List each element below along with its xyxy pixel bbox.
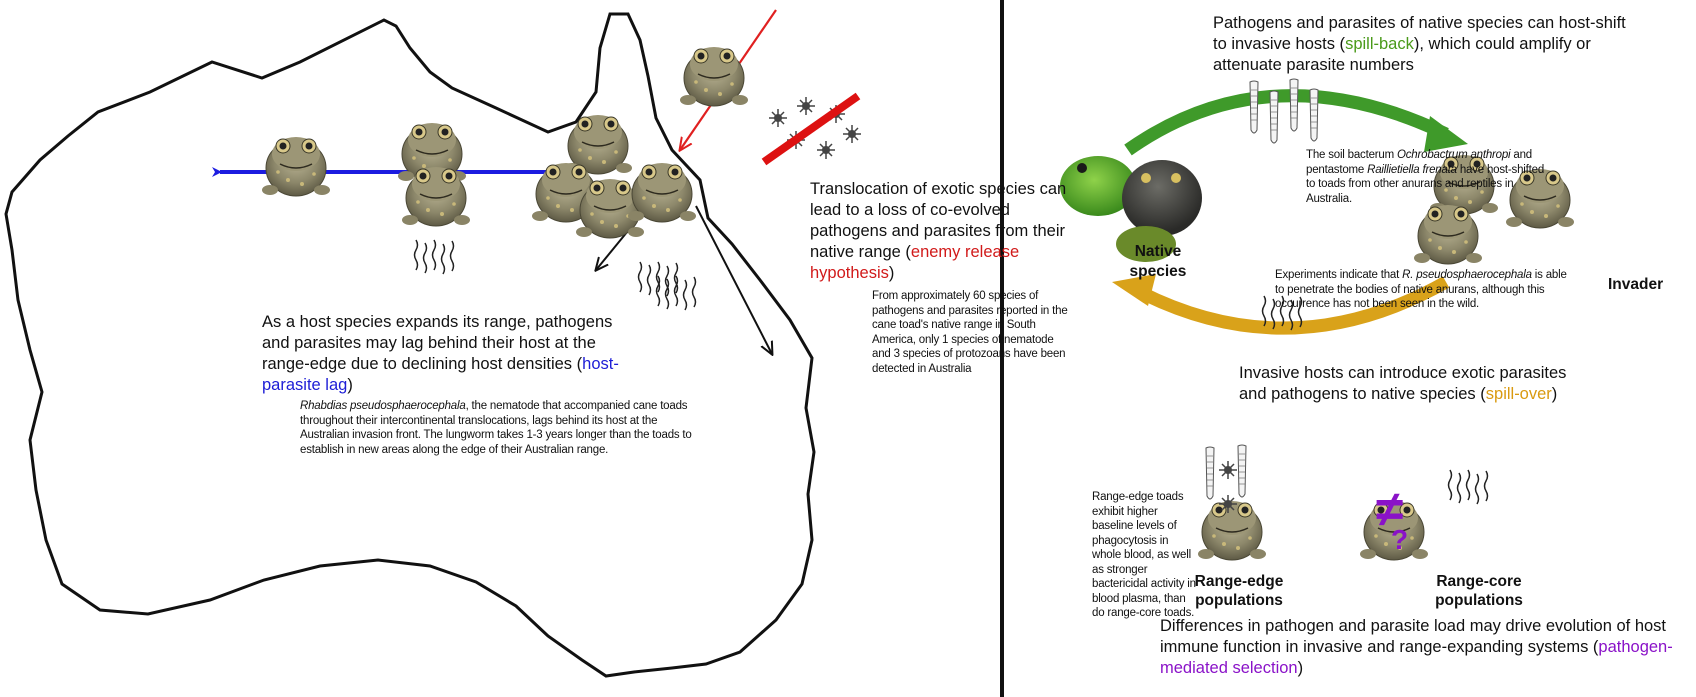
lag-detail-text: Rhabdias pseudosphaerocephala, the nemat… [300, 399, 695, 457]
invader-label: Invader [1608, 276, 1663, 294]
bacterium-text-a: The soil bacterum [1306, 149, 1397, 161]
spill-over-text: Invasive hosts can introduce exotic para… [1239, 363, 1584, 405]
nematode-cluster-lag [415, 240, 454, 274]
spillback-term: spill-back [1345, 35, 1414, 53]
toad-range-edge-1 [262, 137, 330, 196]
experiment-text-a: Experiments indicate that [1275, 269, 1402, 281]
rhabdias-species-name: Rhabdias pseudosphaerocephala [300, 400, 466, 412]
lag-text-close: ) [347, 376, 353, 394]
lost-parasites-icon [764, 96, 861, 162]
spillover-term: spill-over [1486, 385, 1552, 403]
range-core-label: Range-core populations [1424, 572, 1534, 610]
toad-core-4 [628, 163, 696, 222]
pentastome-immune-2 [1238, 445, 1246, 497]
experiment-text: Experiments indicate that R. pseudosphae… [1275, 268, 1575, 312]
spill-back-arrow [1128, 96, 1446, 150]
release-detail-text: From approximately 60 species of pathoge… [872, 289, 1072, 376]
immune-text: Range-edge toads exhibit higher baseline… [1092, 490, 1198, 621]
release-text-close: ) [889, 264, 895, 282]
pentastome-name: Raillietiella frenata [1367, 164, 1457, 176]
experiment-species: R. pseudosphaerocephala [1402, 269, 1532, 281]
pentastome-3 [1290, 79, 1298, 131]
pentastome-immune-1 [1206, 447, 1214, 499]
selection-text-close: ) [1298, 659, 1304, 677]
nematode-cluster-core [639, 262, 678, 296]
toad-translocated [680, 47, 748, 106]
pathogen-selection-text: Differences in pathogen and parasite loa… [1160, 616, 1690, 679]
pentastome-2 [1270, 91, 1278, 143]
range-edge-label: Range-edge populations [1184, 572, 1294, 610]
host-parasite-lag-text: As a host species expands its range, pat… [262, 312, 634, 396]
selection-text-body: Differences in pathogen and parasite loa… [1160, 617, 1666, 656]
nematode-cluster-core-range [1449, 470, 1488, 504]
enemy-release-text: Translocation of exotic species can lead… [810, 179, 1075, 284]
lag-text-body: As a host species expands its range, pat… [262, 313, 612, 373]
spill-back-text: Pathogens and parasites of native specie… [1213, 13, 1643, 76]
pentastome-1 [1250, 81, 1258, 133]
native-species-label: Native species [1120, 242, 1196, 282]
microbe-immune-1 [1219, 461, 1237, 479]
spillover-text-close: ) [1552, 385, 1558, 403]
pentastome-4 [1310, 89, 1318, 141]
range-edge-toad [1198, 501, 1266, 560]
bacterium-name: Ochrobactrum anthropi [1397, 149, 1510, 161]
question-symbol: ? [1391, 525, 1408, 555]
invader-toad-3 [1414, 205, 1482, 264]
bacterium-text: The soil bacterum Ochrobactrum anthropi … [1306, 148, 1554, 206]
